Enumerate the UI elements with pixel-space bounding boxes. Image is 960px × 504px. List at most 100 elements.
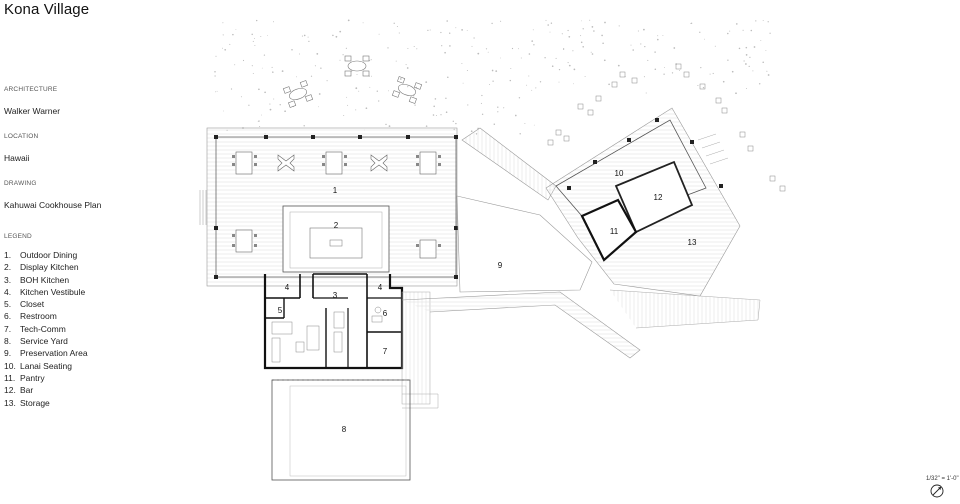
landscape-dot: [531, 40, 534, 42]
legend-text: Kitchen Vestibule: [20, 286, 86, 297]
landscape-dot: [749, 56, 751, 59]
north-arrow-icon: [930, 484, 944, 498]
landscape-dot: [562, 48, 565, 50]
landscape-dot: [480, 102, 482, 104]
landscape-dot: [702, 86, 705, 89]
landscape-dot: [654, 68, 657, 71]
legend-item: 1.Outdoor Dining: [4, 249, 194, 261]
landscape-dot: [347, 19, 350, 22]
landscape-dot: [455, 122, 457, 125]
landscape-dot: [215, 55, 217, 57]
landscape-dot: [735, 92, 737, 95]
landscape-dot: [760, 39, 762, 41]
legend-text: Storage: [20, 397, 50, 408]
landscape-dot: [470, 130, 473, 133]
landscape-dot: [748, 65, 750, 68]
legend-num: 7.: [4, 323, 12, 334]
landscape-dot: [603, 59, 606, 62]
legend-num: 8.: [4, 336, 12, 347]
landscape-dot: [396, 25, 398, 28]
room-label-vestibule-east: 4: [378, 283, 383, 292]
landscape-dot: [582, 28, 584, 30]
landscape-dot: [481, 94, 483, 97]
landscape-dot: [393, 22, 395, 24]
info-location: LOCATION Hawaii: [4, 133, 194, 180]
room-label-vestibule-west: 4: [285, 283, 290, 292]
bistro-table: [675, 63, 682, 70]
landscape-dot: [406, 67, 409, 69]
landscape-dot: [714, 45, 716, 47]
landscape-dot: [388, 125, 391, 127]
landscape-dot: [461, 29, 463, 31]
dining-chair: [416, 155, 419, 158]
landscape-dot: [314, 65, 316, 67]
landscape-dot: [371, 75, 373, 77]
info-label-architecture: ARCHITECTURE: [4, 86, 58, 93]
landscape-dot: [608, 83, 610, 86]
landscape-dot: [528, 53, 531, 55]
landscape-dot: [273, 21, 274, 23]
legend-num: 1.: [4, 250, 12, 260]
landscape-dot: [580, 35, 582, 37]
landscape-dot: [487, 51, 489, 53]
landscape-dot: [645, 92, 647, 94]
landscape-dot: [524, 123, 526, 124]
landscape-dot: [455, 27, 457, 29]
landscape-dot: [704, 38, 705, 40]
landscape-dot: [558, 81, 560, 83]
dining-chair: [232, 155, 235, 158]
landscape-dot: [572, 50, 574, 52]
landscape-dot: [742, 29, 744, 31]
side-deck: [401, 291, 439, 409]
landscape-dot: [432, 114, 435, 116]
bistro-table: [619, 71, 626, 78]
landscape-dot: [593, 30, 595, 32]
dining-chair: [344, 163, 347, 166]
landscape-dot: [699, 31, 701, 33]
landscape-dot: [591, 26, 594, 28]
landscape-dot: [461, 63, 463, 64]
landscape-dot: [251, 65, 253, 67]
landscape-dot: [256, 19, 258, 22]
landscape-dot: [284, 110, 286, 113]
landscape-dot: [370, 59, 372, 61]
landscape-dot: [531, 89, 533, 91]
landscape-dot: [495, 70, 498, 72]
dining-chair: [254, 234, 257, 237]
service-yard: [271, 379, 411, 481]
legend-item: 5.Closet: [4, 298, 194, 310]
landscape-dot: [473, 37, 475, 39]
landscape-dot: [755, 20, 757, 22]
landscape-dot: [326, 80, 328, 82]
landscape-dot: [399, 78, 402, 80]
landscape-dot: [743, 60, 745, 62]
landscape-dot: [440, 31, 442, 34]
bistro-table: [739, 131, 746, 138]
landscape-dot: [555, 57, 557, 59]
landscape-dot: [567, 29, 569, 32]
landscape-dot: [446, 20, 448, 22]
landscape-dot: [485, 48, 488, 50]
landscape-dot: [745, 88, 747, 89]
landscape-dot: [345, 47, 347, 49]
landscape-dot: [358, 90, 360, 92]
landscape-dot: [481, 113, 484, 115]
landscape-dot: [517, 48, 519, 50]
bistro-table: [683, 71, 690, 78]
landscape-dot: [497, 111, 499, 113]
landscape-dot: [346, 96, 348, 98]
landscape-dot: [216, 90, 218, 92]
landscape-dot: [664, 66, 665, 68]
landscape-dot: [690, 23, 692, 25]
legend-item: 4.Kitchen Vestibule: [4, 286, 194, 298]
landscape-dot: [503, 107, 505, 109]
legend-num: 13.: [4, 397, 16, 408]
room-label-boh-kitchen: 3: [333, 291, 338, 300]
landscape-dot: [697, 84, 699, 87]
bistro-table: [547, 139, 554, 146]
landscape-dot: [355, 87, 358, 90]
landscape-dot: [547, 24, 549, 26]
landscape-dot: [544, 57, 546, 59]
landscape-dot: [261, 114, 262, 116]
room-label-service-yard: 8: [342, 425, 347, 434]
